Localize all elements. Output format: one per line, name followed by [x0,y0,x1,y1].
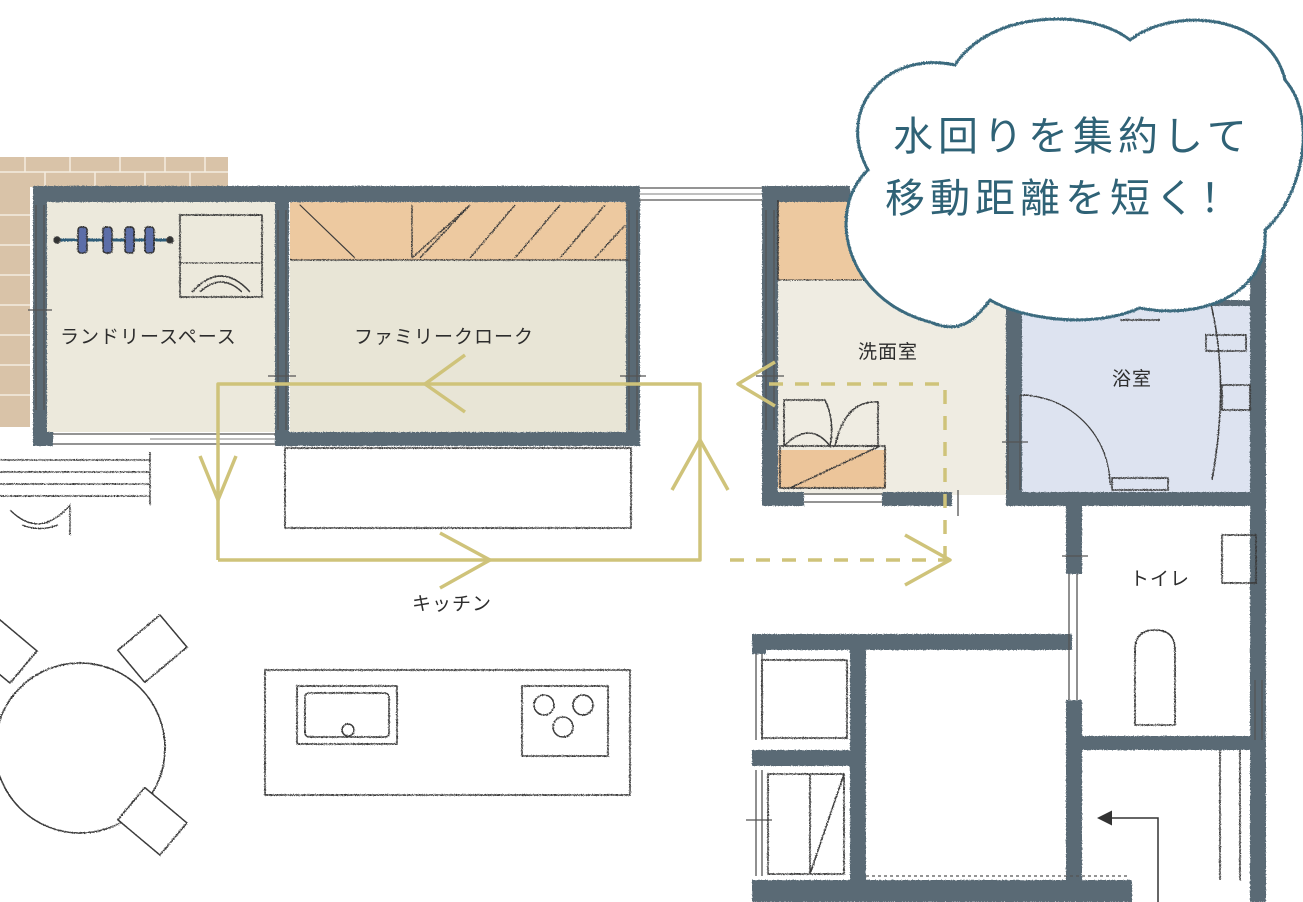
callout-line1: 水回りを集約して [893,114,1252,160]
entry-arrow-icon [1097,810,1159,902]
room-label-closet: ファミリークローク [354,326,534,348]
room-label-toilet: トイレ [1130,568,1190,590]
washing-machine-icon [179,214,263,298]
callout-line2: 移動距離を短く！ [885,176,1245,222]
toilet-icon [1134,534,1257,726]
fixtures [53,200,1257,880]
exterior-deck [0,157,228,427]
closet-shelf-wood [290,202,628,260]
room-label-washroom: 洗面室 [858,341,918,363]
openings [28,187,1263,877]
kitchen-fixtures [264,447,632,796]
room-label-laundry: ランドリースペース [60,326,237,348]
room-label-bath: 浴室 [1112,368,1152,390]
stove-icon [521,685,609,757]
entry-steps [0,452,151,535]
speech-bubble: 水回りを集約して 移動距離を短く！ [844,17,1303,329]
closet-shelves [290,204,628,261]
hanger-rail-icon [53,226,174,254]
kitchen-sink-icon [296,685,398,745]
bath-floor [1020,302,1252,494]
movement-route [198,353,952,590]
room-label-kitchen: キッチン [412,593,492,615]
dining-table-icon [0,613,189,857]
